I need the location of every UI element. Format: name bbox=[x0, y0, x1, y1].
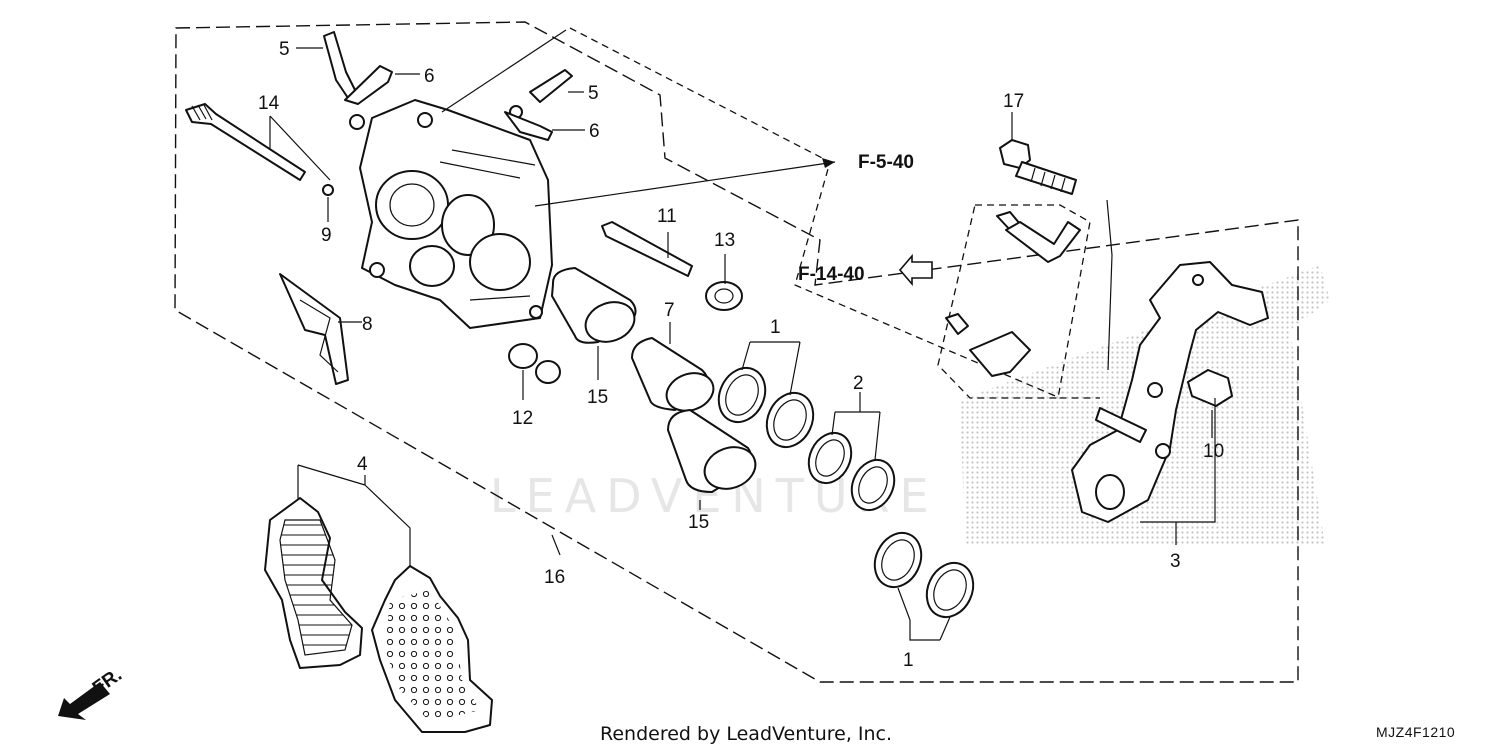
washer-part-9 bbox=[322, 184, 334, 196]
callout-4: 4 bbox=[357, 454, 368, 475]
cap-part-6-upper bbox=[344, 65, 393, 105]
bracket-pin bbox=[1095, 407, 1147, 443]
callout-13: 13 bbox=[714, 230, 735, 251]
leader-lines bbox=[269, 29, 1216, 641]
pin-part-14 bbox=[185, 103, 306, 181]
callout-6: 6 bbox=[424, 66, 435, 87]
bracket-kit-boundary bbox=[937, 204, 1091, 399]
front-direction-arrow bbox=[58, 682, 110, 720]
bleeder-part-5-lower bbox=[509, 69, 573, 119]
pin-part-10 bbox=[1187, 369, 1233, 407]
callout-10: 10 bbox=[1203, 441, 1224, 462]
bracket-part-3 bbox=[1071, 261, 1269, 523]
spring-part-8 bbox=[279, 273, 349, 385]
piston-part-7 bbox=[631, 337, 715, 412]
bracket-kit-parts bbox=[945, 211, 1081, 377]
callout-17: 17 bbox=[1003, 91, 1024, 112]
seal-ring-part-1-upper bbox=[717, 366, 815, 449]
cap-part-6-lower bbox=[504, 111, 553, 141]
callout-11: 11 bbox=[657, 206, 677, 227]
callout-15: 15 bbox=[688, 512, 709, 533]
ref-label-f5: F-5-40 bbox=[858, 152, 914, 173]
caliper-body bbox=[349, 99, 553, 329]
boot-part-12 bbox=[508, 343, 561, 384]
callout-5: 5 bbox=[588, 83, 599, 104]
seal-ring-part-1-lower bbox=[873, 531, 975, 619]
piston-part-15-upper bbox=[551, 267, 637, 344]
ref-arrow-f14 bbox=[898, 253, 933, 287]
piston-part-15-lower bbox=[667, 409, 757, 493]
ref-label-f14: F-14-40 bbox=[798, 264, 865, 285]
callout-1: 1 bbox=[770, 317, 781, 338]
drawing-code: MJZ4F1210 bbox=[1376, 724, 1455, 740]
brake-pad-part-4-left bbox=[264, 497, 363, 669]
callout-3: 3 bbox=[1170, 551, 1181, 572]
ref-arrow-f5 bbox=[534, 158, 836, 207]
callout-16: 16 bbox=[544, 567, 565, 588]
callout-15: 15 bbox=[587, 387, 608, 408]
footer-credit: Rendered by LeadVenture, Inc. bbox=[600, 723, 892, 745]
pin-part-11 bbox=[601, 221, 693, 277]
callout-8: 8 bbox=[362, 314, 373, 335]
callout-9: 9 bbox=[321, 225, 332, 246]
bolt-part-17 bbox=[999, 139, 1077, 195]
boot-part-13 bbox=[705, 281, 743, 311]
callout-12: 12 bbox=[512, 408, 533, 429]
callout-7: 7 bbox=[664, 300, 675, 321]
bleeder-part-5-upper bbox=[323, 31, 357, 99]
callout-6: 6 bbox=[589, 121, 600, 142]
seal-ring-part-2 bbox=[807, 431, 896, 512]
inner-boundary bbox=[569, 27, 1100, 399]
caliper-assembly-boundary bbox=[174, 21, 1299, 683]
callout-5: 5 bbox=[279, 39, 290, 60]
callout-2: 2 bbox=[853, 373, 864, 394]
callout-14: 14 bbox=[258, 93, 280, 114]
callout-1: 1 bbox=[903, 650, 914, 671]
brake-pad-part-4-right bbox=[371, 565, 493, 733]
